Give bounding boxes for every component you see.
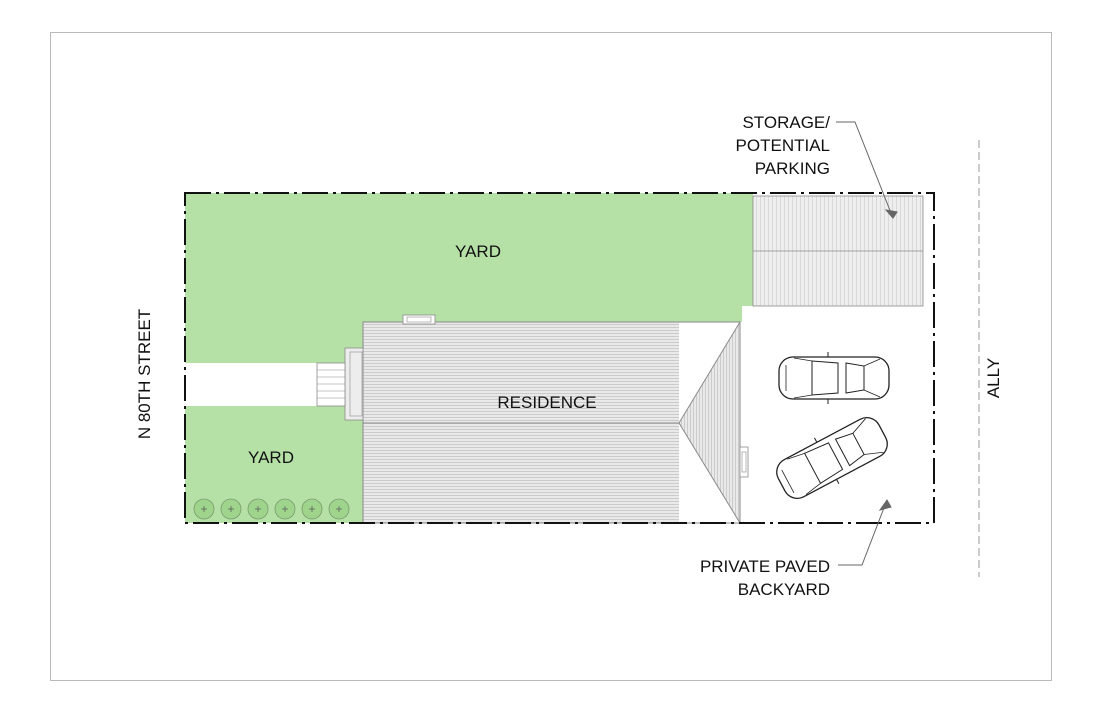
alley-label: ALLY xyxy=(984,358,1003,398)
storage-label-line3: PARKING xyxy=(755,159,830,178)
yard-south-label: YARD xyxy=(248,448,294,467)
backyard-label-line2: BACKYARD xyxy=(738,580,830,599)
street-label: N 80TH STREET xyxy=(135,309,154,439)
backyard-leader xyxy=(838,499,892,566)
shrub-icon xyxy=(301,498,323,520)
shrub-icon xyxy=(247,498,269,520)
yard-south-area xyxy=(185,406,363,523)
car-icon xyxy=(778,352,890,404)
car-icon xyxy=(776,416,888,500)
shrub-icon xyxy=(193,498,215,520)
backyard-label-line1: PRIVATE PAVED xyxy=(700,557,830,576)
drawing-frame xyxy=(50,32,1052,681)
shrub-icon xyxy=(328,498,350,520)
residence-roof xyxy=(362,314,749,524)
storage-label-line1: STORAGE/ xyxy=(742,113,830,132)
storage-leader xyxy=(836,121,898,219)
yard-north-label: YARD xyxy=(455,242,501,261)
shrub-row xyxy=(193,498,350,520)
residence-label: RESIDENCE xyxy=(497,393,596,412)
property-line xyxy=(184,192,935,524)
shrub-icon xyxy=(274,498,296,520)
yard-north-area xyxy=(185,193,753,363)
storage-structure xyxy=(752,195,924,307)
storage-label-line2: POTENTIAL xyxy=(736,136,830,155)
front-steps xyxy=(316,347,364,421)
shrub-icon xyxy=(220,498,242,520)
